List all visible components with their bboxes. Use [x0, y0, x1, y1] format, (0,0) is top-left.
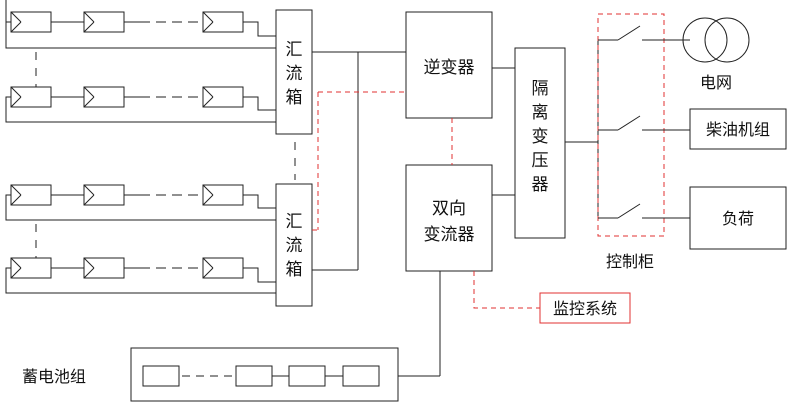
combiner-box-2-char-2: 流 — [286, 236, 303, 256]
battery-cell — [342, 365, 380, 387]
pv-module — [202, 257, 244, 279]
control-cabinet-switches — [598, 25, 690, 219]
battery-cell — [288, 365, 326, 387]
converter-label-line2: 变流器 — [424, 225, 475, 245]
pv-module — [83, 257, 125, 279]
transformer-char-2: 离 — [532, 103, 549, 123]
pv-module — [202, 86, 244, 108]
battery-cell — [142, 365, 180, 387]
combiner-box-1: 汇 流 箱 — [275, 9, 313, 135]
transformer-char-4: 压 — [532, 151, 549, 171]
control-cabinet-outline — [597, 13, 665, 237]
pv-module — [83, 86, 125, 108]
inverter: 逆变器 — [405, 11, 493, 119]
load: 负荷 — [689, 186, 787, 250]
diesel-generator: 柴油机组 — [689, 108, 787, 150]
pv-module — [202, 184, 244, 206]
pv-module — [10, 11, 52, 33]
battery-bank — [130, 347, 399, 402]
monitoring-system: 监控系统 — [539, 292, 631, 324]
combiner-box-2-char-1: 汇 — [286, 212, 303, 232]
combiner-box-1-char-3: 箱 — [286, 88, 303, 108]
pv-module — [202, 11, 244, 33]
inverter-label: 逆变器 — [424, 58, 475, 78]
combiner-box-1-char-2: 流 — [286, 64, 303, 84]
transformer-char-1: 隔 — [532, 79, 549, 99]
pv-module — [10, 86, 52, 108]
transformer-char-3: 变 — [532, 127, 549, 147]
diesel-generator-label: 柴油机组 — [706, 120, 770, 139]
battery-bank-label: 蓄电池组 — [22, 367, 86, 386]
pv-module — [83, 11, 125, 33]
load-label: 负荷 — [722, 209, 754, 228]
pv-array-group-1 — [5, 0, 276, 123]
monitoring-signal-lines — [312, 91, 540, 309]
grid-label: 电网 — [700, 73, 732, 92]
combiner-box-2-char-3: 箱 — [286, 260, 303, 280]
combiner-box-1-char-1: 汇 — [286, 40, 303, 60]
bidirectional-converter: 双向 变流器 — [405, 164, 493, 272]
converter-label-line1: 双向 — [432, 199, 466, 219]
grid-transformer-icon — [682, 17, 750, 63]
control-cabinet-label: 控制柜 — [606, 252, 654, 271]
isolation-transformer: 隔 离 变 压 器 — [514, 47, 566, 239]
pv-module — [10, 257, 52, 279]
pv-array-group-2 — [5, 194, 276, 294]
monitoring-system-label: 监控系统 — [553, 299, 617, 318]
dc-bus — [312, 51, 406, 271]
combiner-box-2: 汇 流 箱 — [275, 183, 313, 307]
battery-cell — [235, 365, 273, 387]
pv-module — [10, 184, 52, 206]
transformer-char-5: 器 — [532, 175, 549, 195]
pv-module — [83, 184, 125, 206]
